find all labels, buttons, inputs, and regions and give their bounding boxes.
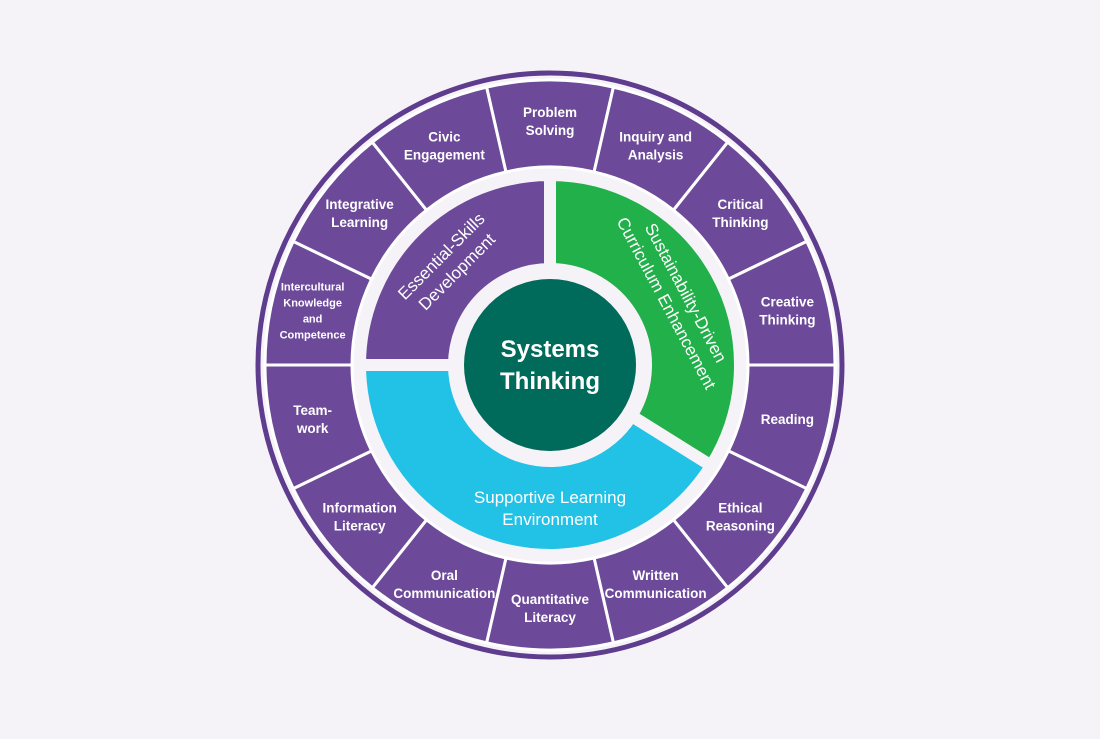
outer-segment-information-literacy-label-line: Information xyxy=(322,501,396,516)
outer-segment-written-communication-label-line: Written xyxy=(633,568,679,583)
outer-segment-reading-label: Reading xyxy=(761,412,814,427)
outer-segment-inquiry-and-analysis-label-line: Inquiry and xyxy=(619,129,692,144)
outer-segment-quantitative-literacy-label-line: Quantitative xyxy=(511,592,590,607)
outer-segment-intercultural-knowledge-and-competence-label-line: and xyxy=(303,314,323,326)
outer-segment-team-work-label: Team-work xyxy=(293,403,332,436)
outer-segment-intercultural-knowledge-and-competence-label-line: Knowledge xyxy=(283,298,342,310)
middle-segment-supportive-shape xyxy=(353,359,720,561)
outer-segment-creative-thinking-label-line: Creative xyxy=(761,295,815,310)
outer-segment-integrative-learning-label-line: Learning xyxy=(331,215,388,230)
middle-segment-supportive-label-line: Environment xyxy=(502,510,598,529)
middle-segment-essential-shape xyxy=(353,168,556,371)
outer-segment-quantitative-literacy-label-line: Literacy xyxy=(524,610,576,625)
outer-segment-information-literacy-label-line: Literacy xyxy=(334,519,386,534)
outer-segment-problem-solving-label-line: Solving xyxy=(526,123,575,138)
center-circle xyxy=(464,279,636,451)
outer-segment-intercultural-knowledge-and-competence-label-line: Intercultural xyxy=(281,282,345,294)
outer-segment-oral-communication-label-line: Communication xyxy=(393,586,495,601)
middle-segment-sustainability-shape xyxy=(544,168,746,474)
center-label-line: Systems xyxy=(501,336,600,363)
outer-segment-team-work-label-line: Team- xyxy=(293,403,332,418)
outer-segment-civic-engagement-shape xyxy=(370,85,508,213)
middle-segment-essential: Essential-SkillsDevelopment xyxy=(353,168,556,371)
outer-segment-problem-solving-label-line: Problem xyxy=(523,105,577,120)
outer-segment-ethical-reasoning-label-line: Reasoning xyxy=(706,519,775,534)
outer-segment-inquiry-and-analysis-label-line: Analysis xyxy=(628,147,684,162)
center-label-line: Thinking xyxy=(500,368,600,395)
outer-segment-integrative-learning-label-line: Integrative xyxy=(325,197,394,212)
outer-segment-critical-thinking-label-line: Thinking xyxy=(712,215,768,230)
outer-segment-team-work-label-line: work xyxy=(296,421,329,436)
outer-segment-intercultural-knowledge-and-competence-label-line: Competence xyxy=(280,330,346,342)
outer-segment-creative-thinking-label-line: Thinking xyxy=(759,313,815,328)
outer-segment-critical-thinking-label-line: Critical xyxy=(717,197,763,212)
outer-segment-written-communication-label-line: Communication xyxy=(605,586,707,601)
outer-segment-civic-engagement-label-line: Civic xyxy=(428,129,461,144)
outer-segment-civic-engagement-label-line: Engagement xyxy=(404,147,486,162)
outer-segment-ethical-reasoning-label-line: Ethical xyxy=(718,501,762,516)
outer-segment-oral-communication-label-line: Oral xyxy=(431,568,458,583)
outer-segment-team-work: Team-work xyxy=(263,363,374,491)
outer-segment-reading-label-line: Reading xyxy=(761,412,814,427)
middle-segment-supportive-label-line: Supportive Learning xyxy=(474,488,626,507)
outer-ring-border xyxy=(255,70,845,660)
